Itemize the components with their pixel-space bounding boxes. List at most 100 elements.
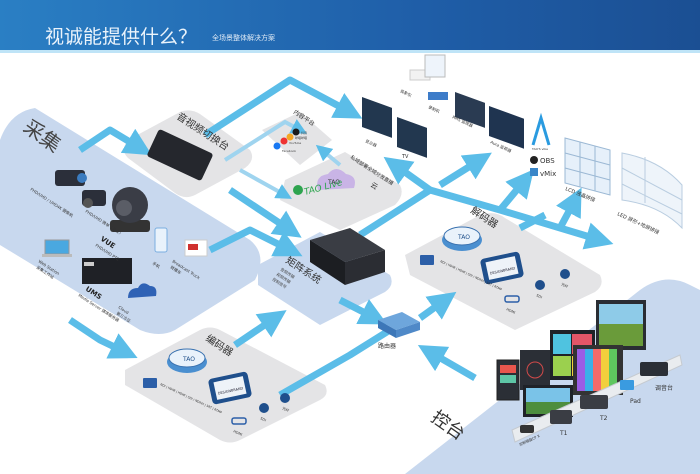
- tao-vibe-logo-icon: [531, 112, 551, 146]
- content-platform-item: 抖音: [301, 130, 307, 135]
- arrow-cloud-to-content: [315, 144, 342, 167]
- pad-icon: [620, 380, 634, 390]
- arrow-matrix-to-outputs: [358, 186, 614, 250]
- arrow-outputs-obs: [497, 169, 534, 213]
- output-label-vmix: vMix: [540, 170, 556, 178]
- audio-mixer-icon: [640, 362, 668, 376]
- encoder-screen-text: DESIGNBRAND: [217, 386, 243, 395]
- output-label-led: LED 屏形+地屏拼接: [616, 210, 660, 236]
- capture-item-label: Cloud: [117, 305, 130, 316]
- capture-item-label: 手机: [151, 260, 161, 269]
- arrow-capture-to-matrix: [208, 226, 303, 257]
- lcd-wall-icon: [564, 137, 611, 196]
- console-item-label: Pad: [630, 398, 641, 405]
- facebook-icon: [273, 142, 281, 150]
- cloud-label: 云: [369, 181, 379, 192]
- t2-panel-icon: [580, 395, 608, 409]
- tv-icon: [397, 117, 427, 158]
- thin-arrows: [223, 119, 342, 199]
- capture-item-sub: 转播车: [169, 264, 182, 276]
- content-platform-item: Facebook: [282, 149, 296, 153]
- encoder-port-label: 光纤: [282, 405, 291, 413]
- arrow-encoder-to-matrix: [233, 310, 287, 348]
- decoder-port-label: SDI: [536, 293, 543, 299]
- arrow-outputs-aura: [438, 152, 492, 188]
- decoder-port-label: HDMI: [506, 307, 516, 315]
- arrow-capture-to-encoder: [68, 317, 138, 359]
- output-label-tv: TV: [401, 154, 409, 160]
- decoder-hdmi-icon: [504, 295, 520, 303]
- arrow-router-to-decoder: [417, 291, 457, 321]
- content-platform-item: 哔哩哔哩: [295, 135, 307, 140]
- media-server-icon: [82, 258, 132, 284]
- rms-monitor-icon: [455, 91, 485, 128]
- laptop-icon: [42, 239, 72, 257]
- tao-live-logo-icon: [293, 185, 303, 195]
- aura-monitor-icon: [489, 105, 524, 149]
- encoder-device-screen: [208, 371, 252, 405]
- encoder-ndi-icon: [143, 378, 157, 388]
- cloud-icon: [128, 283, 157, 298]
- output-label-obs: OBS: [540, 157, 555, 165]
- arrow-outputs-lcd: [556, 187, 582, 230]
- header-banner: 视诚能提供什么？ 全场景整体解决方案: [0, 0, 700, 53]
- decoder-sdi-icon: [535, 280, 545, 290]
- output-label-recorder: 录制机: [428, 103, 441, 114]
- decoder-tao-logo-icon: [442, 226, 482, 251]
- output-label-monitor: 显示器: [365, 138, 378, 148]
- switcher-device-icon: [147, 129, 213, 181]
- obs-logo-icon: [530, 156, 538, 164]
- phone-icon: [154, 227, 168, 253]
- console-item-label: 调音台: [655, 384, 673, 392]
- tao-cloud-icon: [317, 169, 355, 190]
- arrow-switcher-to-display: [203, 76, 363, 138]
- arrow-capture-to-switcher: [78, 126, 153, 156]
- decoder-device-screen: [480, 251, 524, 285]
- encoder-port-label: HDMI: [233, 429, 243, 437]
- vmix-logo-icon: [530, 168, 538, 176]
- arrow-switcher-to-content: [223, 119, 308, 162]
- encoder-hdmi-icon: [231, 417, 247, 425]
- arrow-console-to-router: [417, 344, 477, 382]
- encoder-fiber-icon: [280, 393, 290, 403]
- decoder-fiber-icon: [560, 269, 570, 279]
- cloud-panel: [280, 152, 402, 230]
- ptz-camera-icon: [110, 187, 150, 232]
- arrow-switcher-to-matrix: [228, 187, 302, 238]
- console-item-label: T2: [599, 415, 608, 422]
- projector-icon: [409, 54, 446, 81]
- decoder-brand: TAO: [457, 234, 470, 241]
- output-label-projector: 投影仪: [400, 87, 413, 98]
- encoder-port-label: SDI: [260, 416, 267, 422]
- decoder-ndi-icon: [420, 255, 434, 265]
- page-title: 视诚能提供什么？: [45, 26, 198, 48]
- signal-flow-arrows: [68, 76, 614, 399]
- router-label: 路由器: [378, 342, 396, 350]
- arrow-encoder-to-router: [278, 327, 392, 399]
- led-wall-icon: [621, 152, 683, 230]
- recorder-icon: [428, 92, 448, 100]
- youtube-icon: [280, 137, 288, 145]
- broadcast-truck-icon: [184, 239, 208, 257]
- arrow-outputs-tv: [383, 156, 433, 193]
- console-item-label: T1: [559, 430, 568, 437]
- dslr-camera-icon: [82, 190, 106, 208]
- cpx-keyboard-icon: [520, 425, 534, 433]
- t1-panel-icon: [550, 410, 572, 424]
- decoder-screen-text: DESIGNBRAND: [489, 266, 515, 275]
- camcorder-icon: [55, 170, 87, 186]
- monitor-display-icon: [362, 97, 392, 138]
- encoder-sdi-icon: [259, 403, 269, 413]
- output-label-vibe: TAO'S vibe: [531, 147, 548, 151]
- page-subtitle: 全场景整体解决方案: [212, 34, 275, 42]
- encoder-tao-logo-icon: [167, 348, 207, 373]
- bilibili-icon: [286, 133, 294, 141]
- matrix-device-icon: [310, 228, 385, 285]
- router-icon: [378, 312, 420, 338]
- arrow-decoder-to-outputs: [518, 211, 547, 232]
- content-platform-item: YouTube: [289, 141, 301, 145]
- arrow-switcher-to-cloud: [239, 168, 292, 199]
- decoder-port-label: 光纤: [561, 281, 570, 289]
- arrow-matrix-to-router: [338, 296, 388, 325]
